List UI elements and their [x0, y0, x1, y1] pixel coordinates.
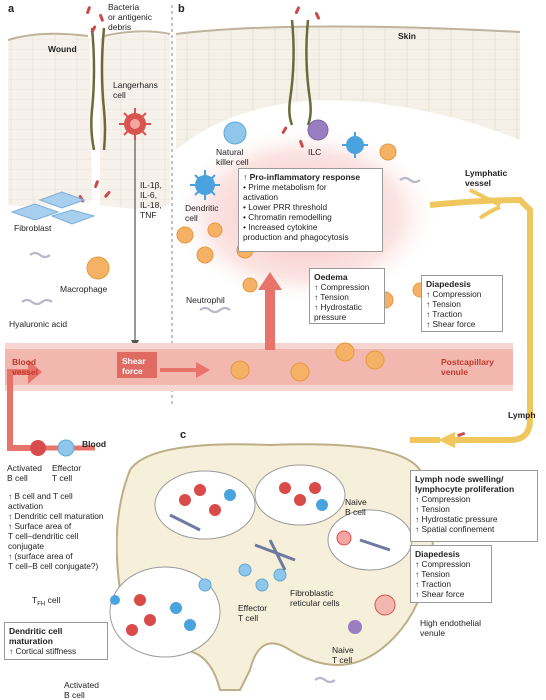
lymphatic-vessel — [429, 196, 533, 443]
fibroblasts — [10, 191, 96, 225]
naive-t-cell — [348, 620, 362, 634]
wound-channel-a — [90, 27, 107, 151]
label-tfh: TFH cell — [32, 595, 61, 608]
label-fibroblast: Fibroblast — [14, 223, 52, 233]
hev — [374, 594, 396, 616]
ilc-cell — [307, 119, 329, 141]
dc-maturation-box: Dendritic cell maturation ↑ Cortical sti… — [4, 622, 108, 660]
tfh-cell — [110, 595, 120, 605]
fibroblastic-reticular-cells — [169, 513, 391, 571]
skin-surface-a — [7, 30, 171, 41]
shear-force-box — [117, 352, 157, 378]
flow-arrow — [160, 362, 210, 378]
proinflammatory-box: ↑ Pro-inflammatory response • Prime meta… — [238, 168, 383, 252]
follicle-1 — [154, 470, 256, 540]
activated-b-cell-blood — [30, 440, 46, 456]
panel-label-b: b — [178, 3, 185, 15]
node-t-cells — [198, 563, 287, 592]
label-neutrophil: Neutrophil — [186, 295, 225, 305]
node-b-cells — [126, 482, 321, 636]
label-cytokines: IL-1β,IL-6, IL-18,TNF — [140, 180, 162, 220]
node-dendritic-cells — [170, 489, 328, 631]
effector-t-cell-blood — [57, 439, 75, 457]
red-arrow-up — [258, 272, 282, 350]
diapedesis-box-c: Diapedesis ↑ Compression ↑ Tension ↑ Tra… — [410, 545, 492, 603]
macrophage — [86, 256, 110, 280]
nk-cell — [223, 121, 247, 145]
lymph-activation-box: ↑ B cell and T cell activation ↑ Dendrit… — [4, 488, 116, 582]
dendritic-cell-b2 — [342, 132, 368, 158]
skin-layer-a — [8, 33, 92, 207]
skin-surface-b — [175, 25, 521, 35]
label-blood: Blood — [82, 439, 107, 449]
diapedesis-box-b: Diapedesis ↑ Compression ↑ Tension ↑ Tra… — [421, 275, 503, 332]
label-wound: Wound — [48, 44, 77, 54]
dendritic-cell-b — [190, 170, 220, 200]
vessel-neutrophils — [230, 342, 385, 382]
skin-layer-b — [176, 26, 520, 150]
follicle-4 — [109, 566, 221, 658]
bacteria — [78, 6, 466, 437]
naive-b-cell — [336, 530, 352, 546]
label-skin: Skin — [398, 31, 416, 41]
label-ilc: ILC — [308, 147, 322, 157]
lymph-arrow-head — [438, 432, 455, 448]
label-hyaluronic: Hyaluronic acid — [9, 319, 68, 329]
label-lymph: Lymph — [508, 410, 536, 420]
langerhans-cell — [119, 108, 151, 140]
blood-vessel — [5, 345, 513, 390]
label-macrophage: Macrophage — [60, 284, 108, 294]
panel-label-a: a — [8, 3, 15, 15]
panel-label-c: c — [180, 429, 187, 441]
blood-loop-arrow — [7, 369, 30, 451]
oedema-box: Oedema ↑ Compression ↑ Tension ↑ Hydrost… — [309, 268, 385, 324]
lymph-node-box: Lymph node swelling/ lymphocyte prolifer… — [410, 470, 538, 542]
wound-channel-b — [288, 19, 312, 126]
